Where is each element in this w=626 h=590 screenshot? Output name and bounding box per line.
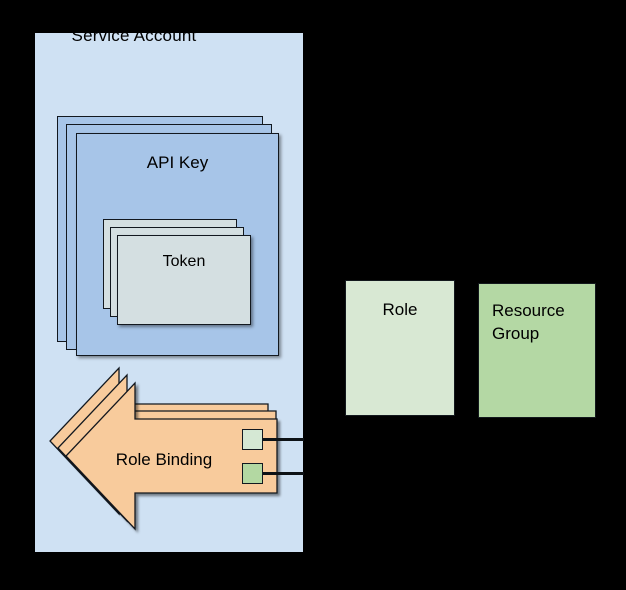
resource-group-label-line-2: Group: [492, 324, 540, 343]
role-box[interactable]: [345, 280, 455, 416]
service-account-label: Service Account: [71, 26, 197, 45]
resource-group-label-line-1: Resource: [492, 301, 565, 320]
resource-group-box[interactable]: [478, 283, 596, 418]
token-card-front[interactable]: [117, 235, 251, 325]
token-label: Token: [162, 253, 206, 270]
role-label: Role: [382, 300, 418, 319]
role-binding-label: Role Binding: [115, 450, 213, 469]
resource-group-label: Resource Group: [492, 299, 596, 345]
role-port[interactable]: [242, 429, 263, 450]
role-binding-arrow-front[interactable]: [65, 381, 278, 531]
connector-role-binding-to-role: [262, 438, 304, 441]
connector-role-binding-to-resource-group: [262, 472, 304, 475]
api-key-label: API Key: [146, 153, 209, 172]
resource-group-port[interactable]: [242, 463, 263, 484]
